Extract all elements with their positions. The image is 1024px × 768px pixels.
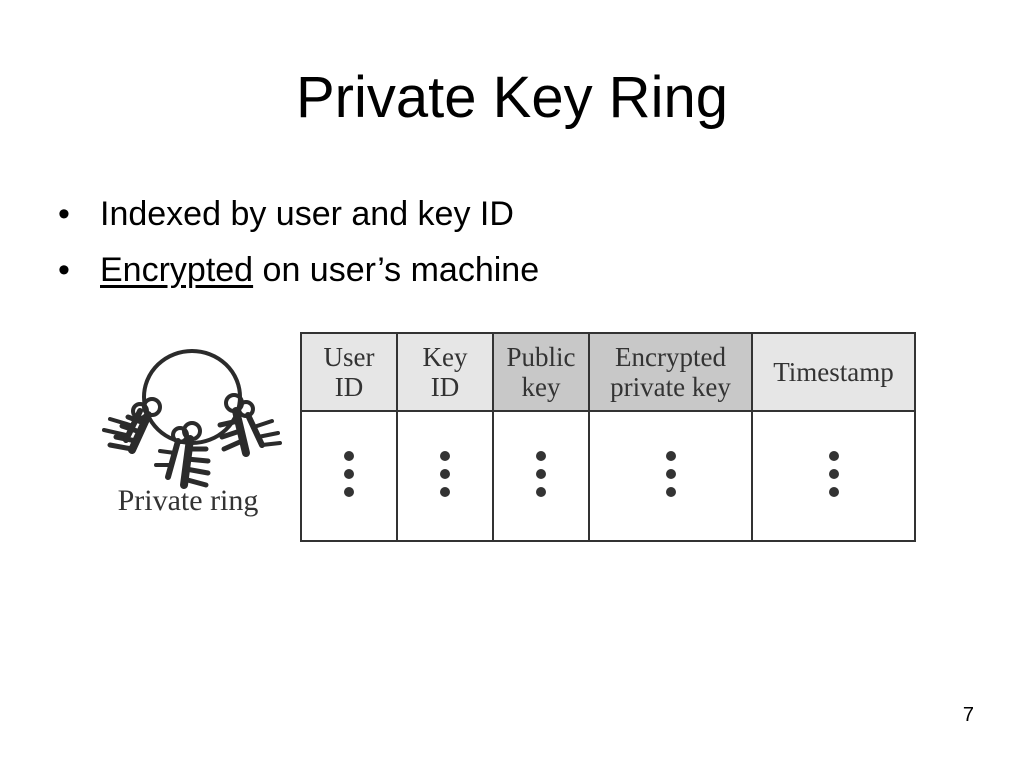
table-header-row: User ID Key ID Public key Encrypted priv… [300,332,916,412]
header-line: ID [430,372,460,402]
header-line: User [323,342,375,372]
vertical-ellipsis-icon [665,450,676,497]
table-cell [751,410,916,542]
header-line: private key [610,372,731,402]
bullet-text: Indexed by user and key ID [100,195,514,233]
table-cell [588,410,753,542]
bullet-underlined-word: Encrypted [100,251,254,289]
header-line: Key [422,342,468,372]
slide-title: Private Key Ring [296,65,728,130]
bullet-icon: • [58,195,70,233]
header-user-id: User ID [300,332,398,412]
header-public-key: Public key [492,332,590,412]
header-line: Encrypted [615,342,726,372]
table-cell [396,410,494,542]
key-ring-icon [102,349,282,489]
vertical-ellipsis-icon [440,450,450,497]
vertical-ellipsis-icon [344,450,354,497]
private-ring-label: Private ring [117,484,259,517]
bullet-text: on user’s machine [253,251,540,289]
page-number: 7 [962,704,974,726]
header-key-id: Key ID [396,332,494,412]
bullet-item: • Encrypted on user’s machine [58,242,539,298]
header-encrypted-private-key: Encrypted private key [588,332,753,412]
bullet-item: • Indexed by user and key ID [58,186,539,242]
bullet-icon: • [58,251,70,289]
table-cell [300,410,398,542]
table-row [300,410,916,542]
header-line: key [521,372,561,402]
vertical-ellipsis-icon [828,450,839,497]
header-line: ID [334,372,364,402]
vertical-ellipsis-icon [536,450,546,497]
bullet-list: • Indexed by user and key ID • Encrypted… [58,186,539,298]
private-key-ring-table: User ID Key ID Public key Encrypted priv… [300,332,916,542]
header-line: Timestamp [773,357,894,387]
header-line: Public [506,342,576,372]
header-timestamp: Timestamp [751,332,916,412]
table-cell [492,410,590,542]
